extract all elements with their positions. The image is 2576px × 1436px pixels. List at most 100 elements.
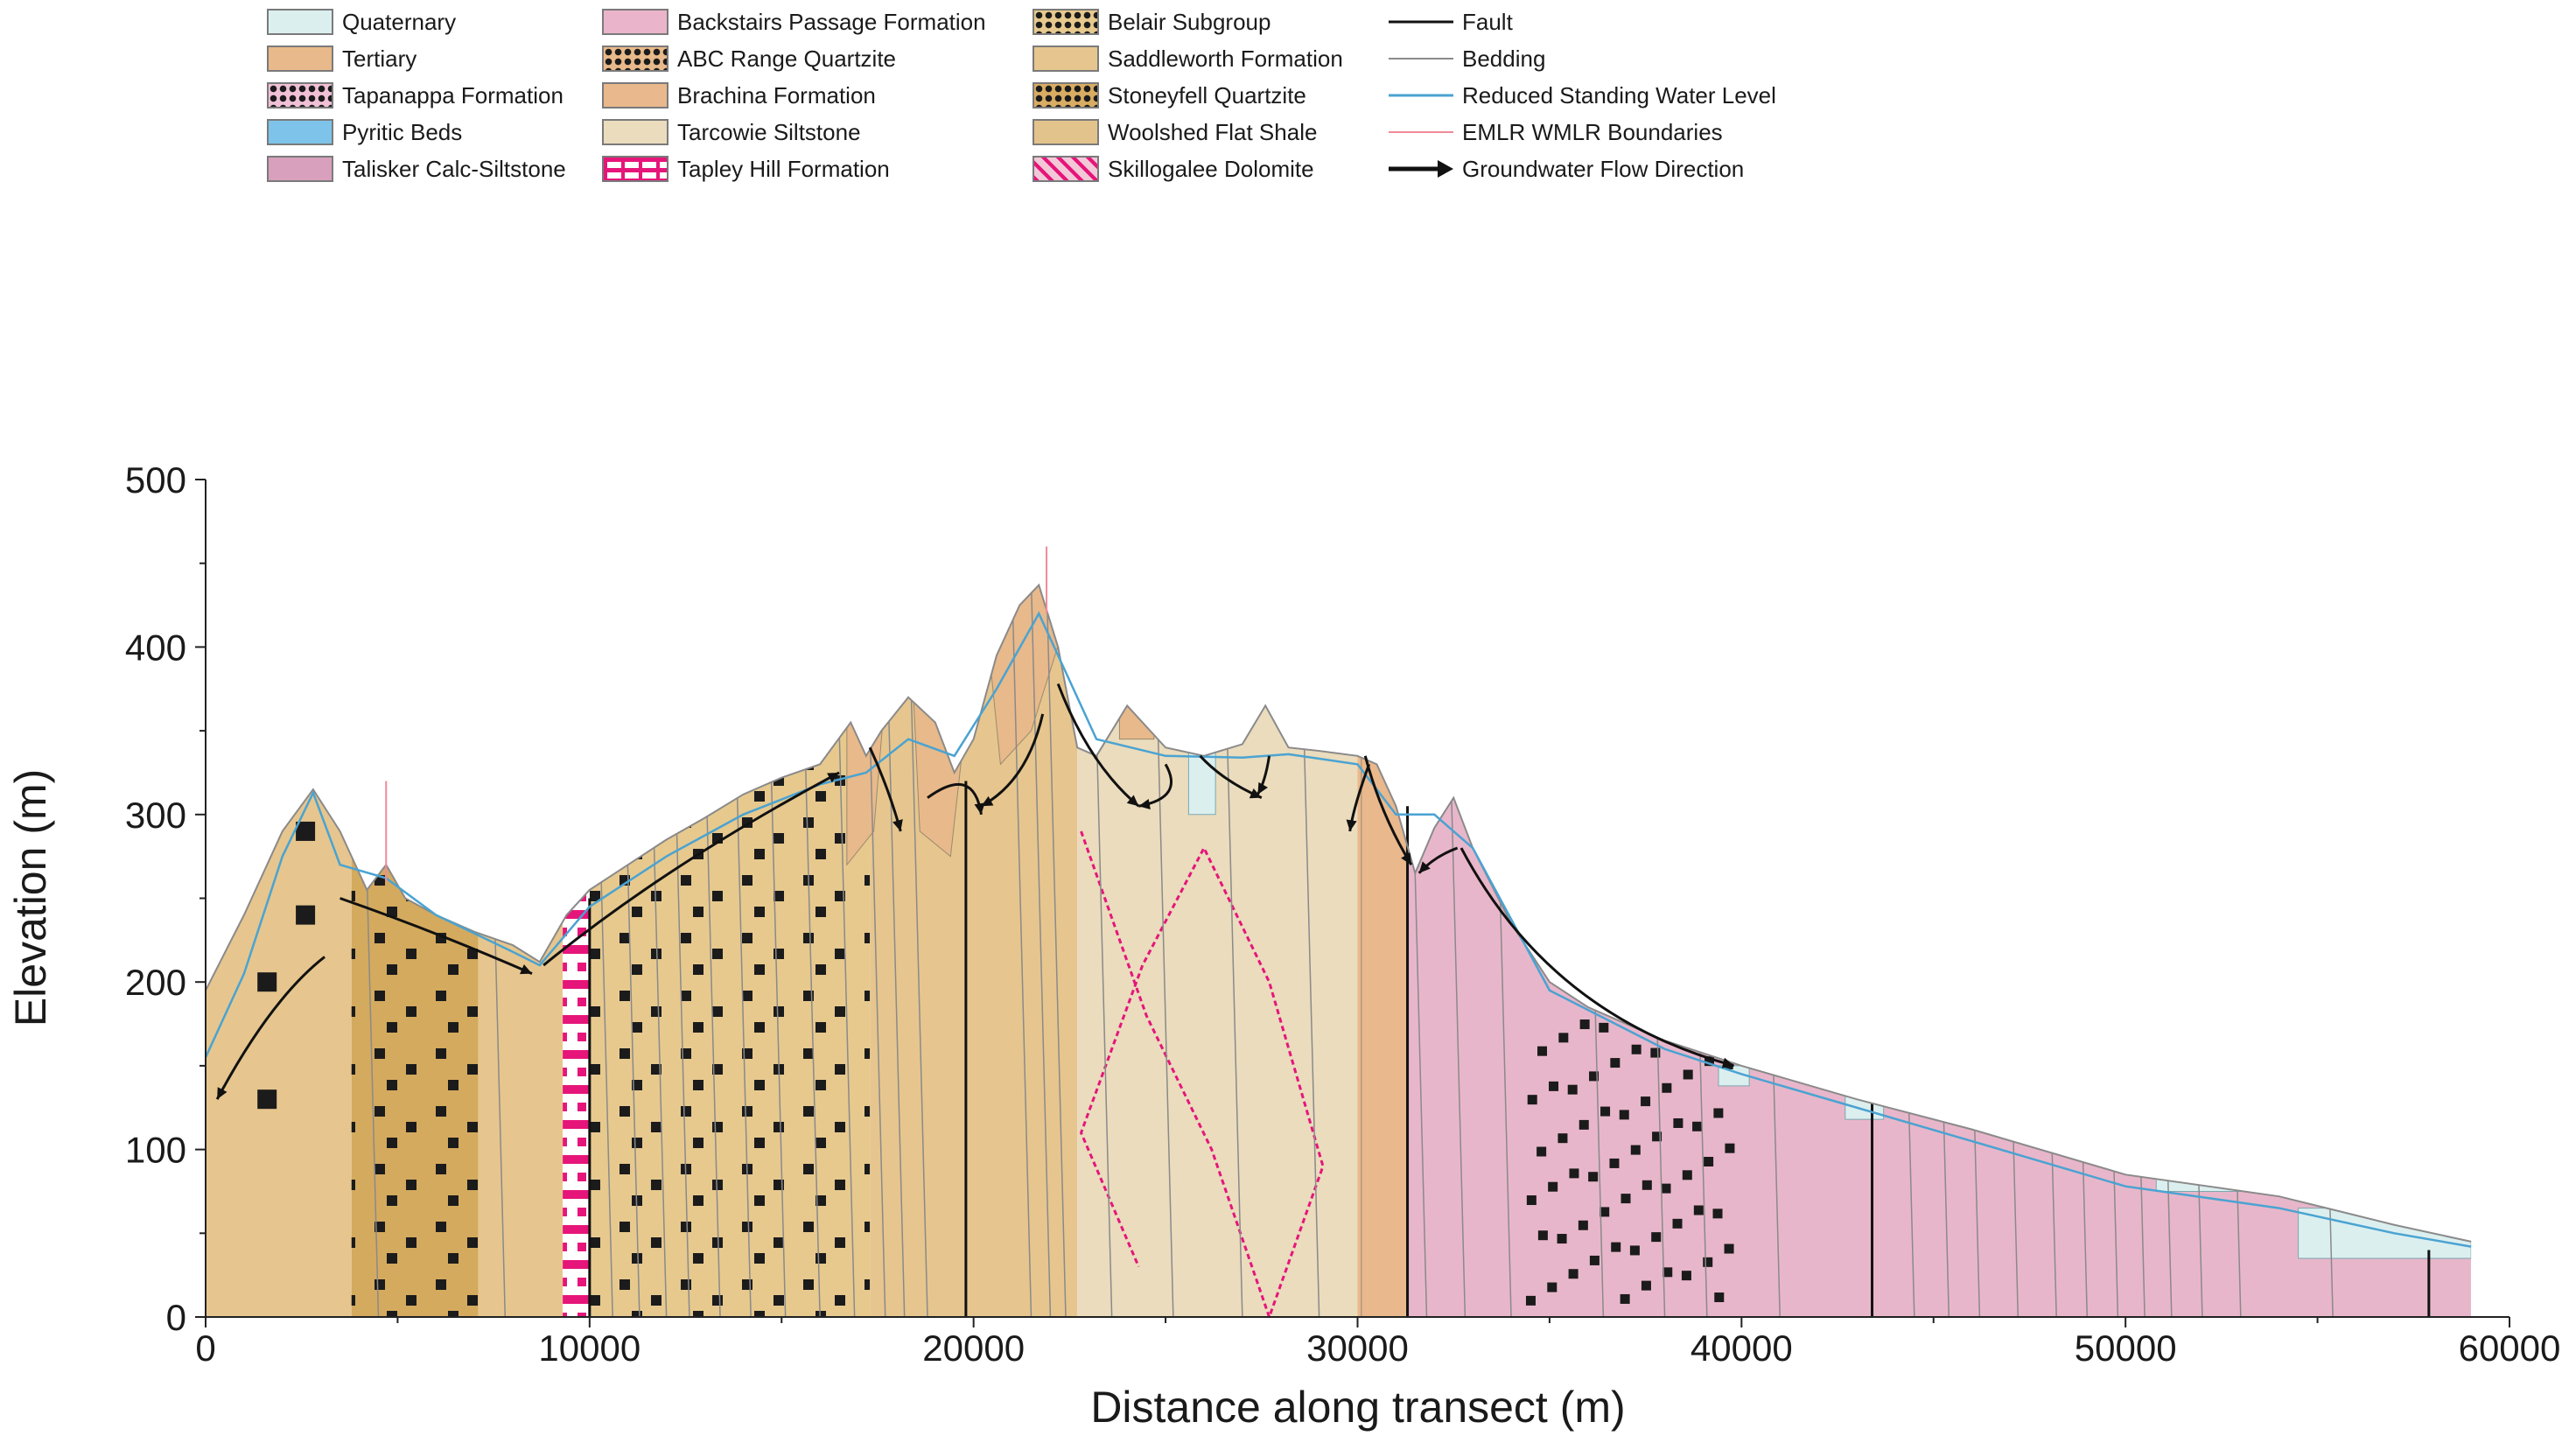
legend-item-tapanappa-formation: Tapanappa Formation <box>267 81 564 110</box>
groundwater-flow-arrows <box>215 683 1734 1100</box>
pattern-block <box>1600 1106 1611 1117</box>
legend-item-skillogalee-dolomite: Skillogalee Dolomite <box>1032 154 1314 184</box>
pattern-block <box>1578 1119 1589 1130</box>
legend-label: Tertiary <box>342 45 417 72</box>
pattern-block <box>1611 1242 1621 1252</box>
legend-line-icon <box>1387 46 1453 72</box>
pattern-block <box>1610 1058 1620 1068</box>
legend-label: Quaternary <box>342 8 457 35</box>
pattern-block <box>1682 1170 1692 1180</box>
pattern-block <box>1557 1234 1567 1244</box>
legend-item-abc-range-quartzite: ABC Range Quartzite <box>602 44 896 74</box>
pattern-block <box>1589 1071 1600 1082</box>
pattern-block <box>1567 1084 1578 1095</box>
pattern-block <box>1662 1267 1673 1278</box>
flow-arrow-head <box>1126 795 1139 807</box>
legend-line-icon <box>1387 9 1453 35</box>
flow-arrow-head <box>827 772 840 783</box>
legend-item-fault: Fault <box>1387 7 1513 37</box>
pattern-block <box>1630 1145 1641 1155</box>
legend-label: Stoneyfell Quartzite <box>1108 81 1306 109</box>
legend-swatch <box>267 9 333 35</box>
pattern-block <box>1547 1282 1558 1292</box>
legend-item-quaternary: Quaternary <box>267 7 456 37</box>
pattern-block <box>1588 1172 1599 1182</box>
legend-item-backstairs-passage-formation: Backstairs Passage Formation <box>602 7 986 37</box>
legend-swatch <box>1032 156 1099 182</box>
x-tick-label: 40000 <box>1690 1327 1793 1369</box>
y-tick-label: 200 <box>125 962 186 1003</box>
pattern-block <box>1642 1180 1652 1190</box>
pattern-block <box>1641 1096 1651 1107</box>
pattern-block <box>1558 1033 1569 1043</box>
pattern-block <box>1673 1117 1684 1128</box>
legend-line-icon <box>1387 82 1453 109</box>
pattern-block <box>1558 1133 1568 1144</box>
legend-label: Backstairs Passage Formation <box>677 8 986 35</box>
legend-swatch <box>1032 119 1099 145</box>
flow-arrow-head <box>892 819 903 831</box>
pattern-block <box>1620 1293 1630 1304</box>
legend-label: Saddleworth Formation <box>1108 45 1343 72</box>
geologic-section <box>206 585 2472 1317</box>
unit-backstairs-passage-formation <box>1407 585 2472 1317</box>
flow-arrow-head <box>1138 798 1151 809</box>
flow-arrow <box>1056 683 1140 808</box>
y-axis-title: Elevation (m) <box>6 769 55 1027</box>
pattern-block <box>1526 1195 1536 1206</box>
pattern-block <box>1631 1044 1642 1054</box>
legend-line-icon <box>1387 119 1453 145</box>
pattern-block <box>1692 1020 1703 1031</box>
legend-swatch <box>602 119 668 145</box>
legend-item-bedding: Bedding <box>1387 44 1545 74</box>
legend-item-pyritic-beds: Pyritic Beds <box>267 117 462 147</box>
unit-pattern-bricks <box>563 585 590 1317</box>
pattern-block <box>1569 1168 1579 1179</box>
legend-item-brachina-formation: Brachina Formation <box>602 81 876 110</box>
legend-item-stoneyfell-quartzite: Stoneyfell Quartzite <box>1032 81 1306 110</box>
bedding-line <box>1030 585 1052 1317</box>
pattern-block <box>1652 1131 1662 1142</box>
pattern-block <box>257 1089 277 1110</box>
legend-item-tarcowie-siltstone: Tarcowie Siltstone <box>602 117 861 147</box>
pattern-block <box>1537 1046 1548 1056</box>
flow-arrow-head <box>1249 788 1262 799</box>
flow-arrow <box>542 771 840 967</box>
pattern-block <box>1578 1220 1588 1230</box>
unit-saddleworth-formation <box>206 585 352 1317</box>
x-tick-label: 10000 <box>538 1327 640 1369</box>
legend-swatch <box>1032 46 1099 72</box>
legend-label: Talisker Calc-Siltstone <box>342 155 566 182</box>
legend-swatch <box>602 156 668 182</box>
pattern-block <box>1683 1069 1693 1080</box>
pattern-block <box>1600 1207 1610 1217</box>
legend-item-reduced-standing-water-level: Reduced Standing Water Level <box>1387 81 1776 110</box>
legend-swatch <box>1032 9 1099 35</box>
pattern-block <box>1704 1156 1714 1166</box>
pattern-block <box>1662 1082 1672 1093</box>
legend-label: Skillogalee Dolomite <box>1108 155 1314 182</box>
legend-label: Fault <box>1462 8 1513 35</box>
flow-arrow-head <box>520 964 533 975</box>
bedding-line <box>1046 585 1067 1317</box>
pattern-block <box>1681 1271 1691 1281</box>
pattern-block <box>1525 1295 1536 1306</box>
x-axis-title: Distance along transect (m) <box>1090 1383 1625 1432</box>
y-tick-label: 500 <box>125 459 186 501</box>
flow-arrow <box>1363 755 1413 866</box>
legend-item-groundwater-flow-direction: Groundwater Flow Direction <box>1387 154 1744 184</box>
legend-swatch <box>267 82 333 109</box>
pattern-block <box>1725 1143 1735 1153</box>
y-tick-label: 300 <box>125 795 186 836</box>
unit-saddleworth-formation <box>478 585 564 1317</box>
flow-arrow <box>1460 847 1734 1068</box>
y-tick-label: 0 <box>166 1297 186 1338</box>
flow-arrow-head <box>1721 1057 1734 1068</box>
x-tick-label: 50000 <box>2075 1327 2177 1369</box>
x-tick-label: 60000 <box>2459 1327 2561 1369</box>
legend-label: ABC Range Quartzite <box>677 45 897 72</box>
legend-swatch <box>602 46 668 72</box>
